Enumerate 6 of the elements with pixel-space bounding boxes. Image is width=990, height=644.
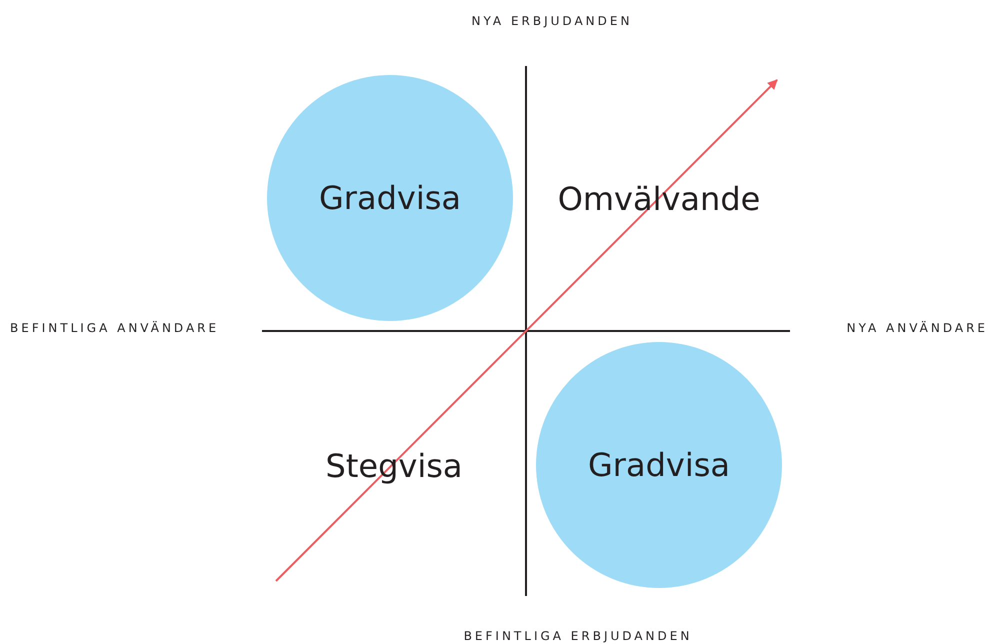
axis-label: BEFINTLIGA ERBJUDANDEN — [464, 629, 692, 643]
axis-label: NYA ANVÄNDARE — [846, 321, 988, 335]
quadrant-label: Gradvisa — [588, 446, 730, 484]
axis-label: NYA ERBJUDANDEN — [472, 14, 632, 28]
axis-label: BEFINTLIGA ANVÄNDARE — [10, 321, 220, 335]
quadrant-label: Gradvisa — [319, 179, 461, 217]
